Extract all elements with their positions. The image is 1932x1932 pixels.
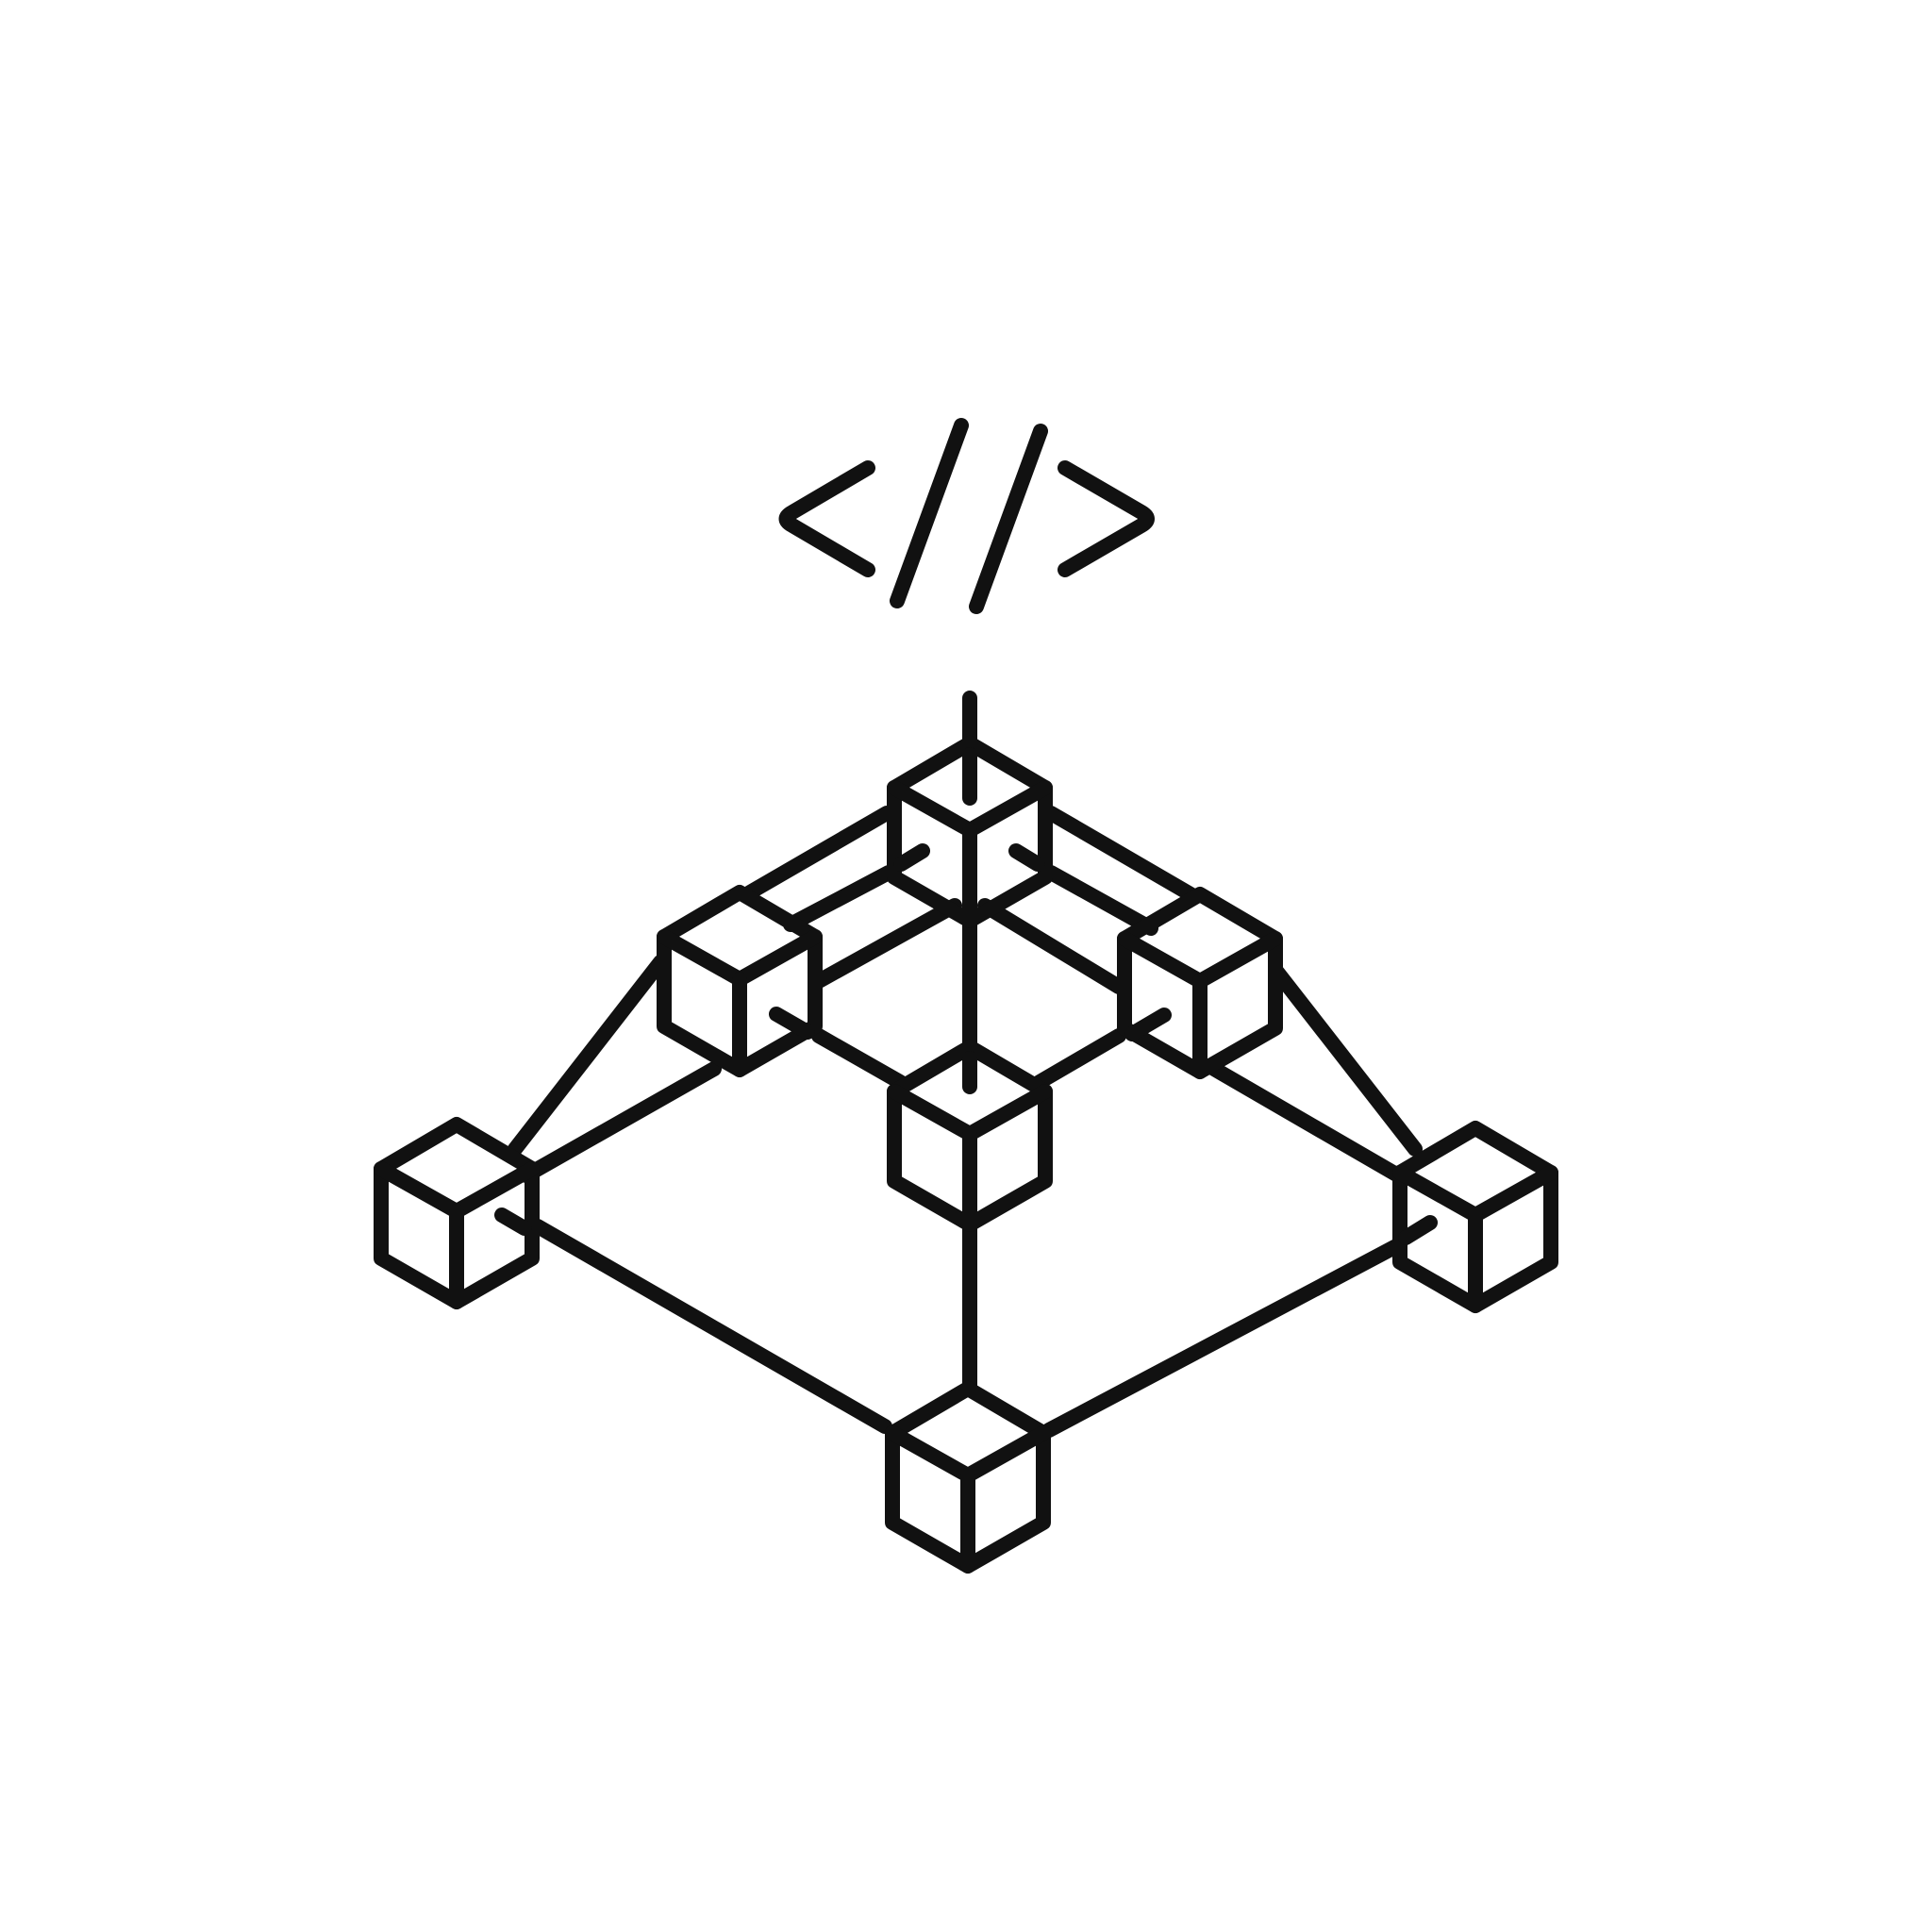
cube-right-upper-icon [1117, 887, 1283, 1079]
network-connections [508, 691, 1423, 1438]
cube-left-outer-icon [374, 1117, 540, 1309]
cube-bottom-icon [885, 1381, 1051, 1574]
cube-right-outer-icon [1392, 1121, 1558, 1313]
code-slash-left-icon [890, 418, 969, 608]
cube-left-upper-icon [657, 885, 823, 1077]
code-symbol-icon [778, 418, 1155, 614]
code-right-bracket-icon [1058, 460, 1155, 577]
code-slash-right-icon [969, 424, 1048, 614]
cube-top-icon [887, 736, 1053, 928]
code-left-bracket-icon [778, 460, 875, 577]
cube-center-icon [887, 1040, 1053, 1232]
